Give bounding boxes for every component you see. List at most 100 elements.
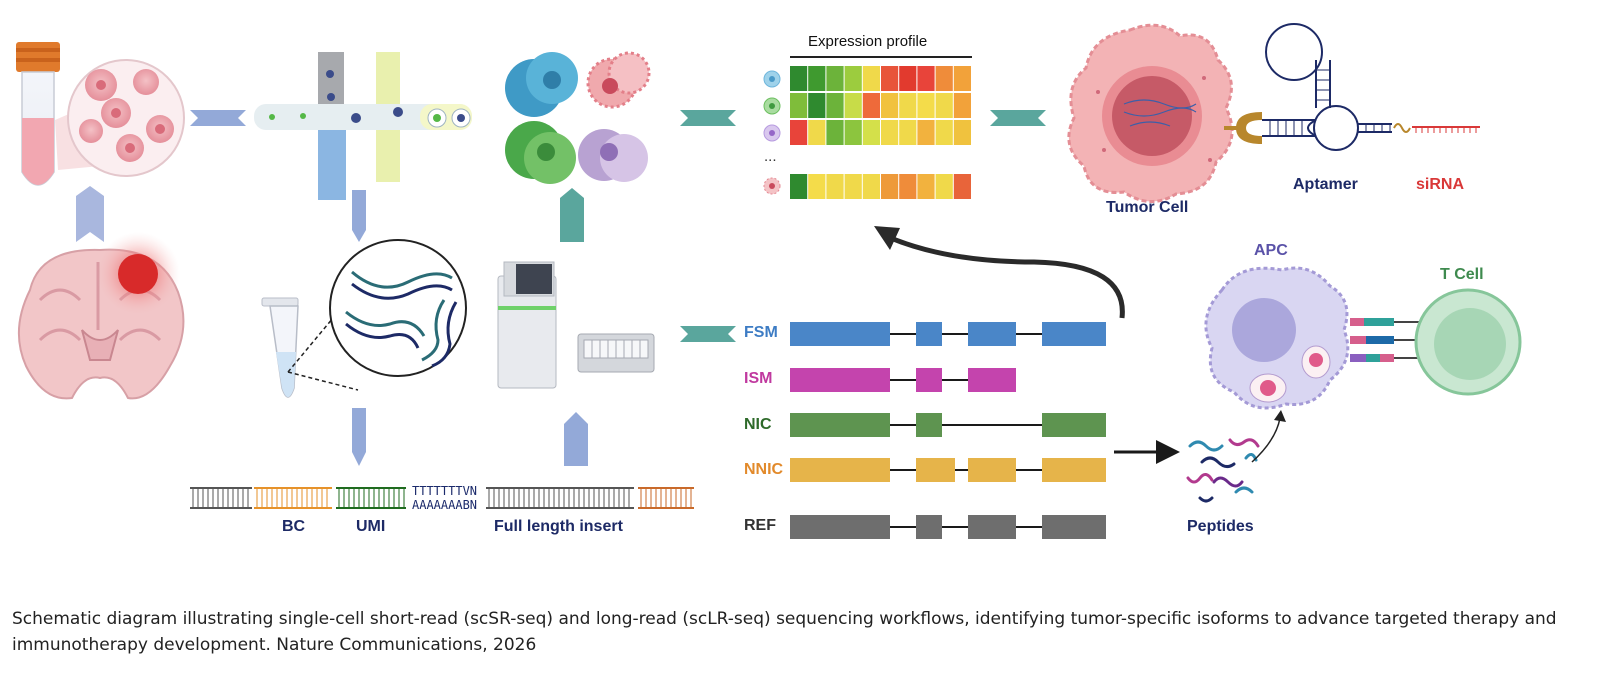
microfluidic-chip-icon xyxy=(254,52,472,200)
exon-box xyxy=(916,322,942,346)
heatmap-cell xyxy=(917,93,935,118)
blood-tube-icon xyxy=(16,42,100,186)
heatmap-cell xyxy=(917,120,935,145)
heatmap-cell xyxy=(881,66,899,91)
exon-box xyxy=(968,515,1016,539)
aptamer-label: Aptamer xyxy=(1293,176,1358,193)
umi-segment xyxy=(336,487,406,509)
diagram-canvas xyxy=(16,23,1522,539)
isoform-label-ism: ISM xyxy=(744,370,773,387)
exon-box xyxy=(916,515,942,539)
exon-box xyxy=(1042,322,1106,346)
arrow-right-icon xyxy=(680,326,736,342)
heatmap-cell xyxy=(935,66,953,91)
exon-box xyxy=(790,322,890,346)
exon-box xyxy=(790,515,890,539)
heatmap-cell xyxy=(862,66,880,91)
heatmap-cell xyxy=(790,93,808,118)
expression-heatmap xyxy=(790,66,971,199)
heatmap-cell xyxy=(862,120,880,145)
bc-label: BC xyxy=(282,518,306,535)
figure-caption: Schematic diagram illustrating single-ce… xyxy=(12,609,1557,655)
arrow-up-icon xyxy=(560,188,584,242)
t-cell-label: T Cell xyxy=(1440,266,1484,283)
heatmap-cell xyxy=(826,93,844,118)
exon-box xyxy=(1042,413,1106,437)
heatmap-cell xyxy=(881,93,899,118)
connector-line xyxy=(1251,417,1281,463)
t-cell-icon xyxy=(1414,288,1522,396)
poly-t-sequence: TTTTTTTVN xyxy=(412,484,478,498)
heatmap-cell xyxy=(881,120,899,145)
aptamer-icon xyxy=(1224,23,1411,151)
isoform-label-nic: NIC xyxy=(744,416,772,433)
brain-icon xyxy=(17,232,185,400)
arrow-head-icon xyxy=(1274,410,1286,422)
heatmap-cell xyxy=(844,120,862,145)
arrow-right-icon xyxy=(990,110,1046,126)
umi-label: UMI xyxy=(356,518,386,535)
arrow-head-icon xyxy=(874,226,900,250)
isoform-label-ref: REF xyxy=(744,517,776,534)
heatmap-cell xyxy=(953,174,971,199)
heatmap-cell xyxy=(953,93,971,118)
exon-box xyxy=(968,322,1016,346)
tumor-cell-icon xyxy=(1067,23,1234,203)
heatmap-cell xyxy=(899,93,917,118)
heatmap-cell xyxy=(826,120,844,145)
heatmap-cell xyxy=(899,66,917,91)
heatmap-cell xyxy=(917,66,935,91)
apc-cell-icon xyxy=(1204,266,1350,410)
exon-box xyxy=(1042,515,1106,539)
heatmap-cell xyxy=(826,174,844,199)
heatmap-cell xyxy=(808,93,826,118)
zoom-line xyxy=(287,371,359,391)
arrow-head-icon xyxy=(1156,440,1180,464)
heatmap-cell xyxy=(899,174,917,199)
heatmap-cell xyxy=(935,93,953,118)
peptides-label: Peptides xyxy=(1187,518,1254,535)
exon-box xyxy=(968,368,1016,392)
poly-a-sequence: AAAAAAABN xyxy=(412,498,478,512)
heatmap-cell xyxy=(844,93,862,118)
peptides-icon xyxy=(1186,438,1260,503)
heatmap-cell xyxy=(808,120,826,145)
heatmap-cell xyxy=(953,66,971,91)
heatmap-cell xyxy=(790,174,808,199)
single-cells-icon xyxy=(505,51,651,184)
insert-segment xyxy=(486,487,634,509)
bc-segment xyxy=(254,487,332,509)
heatmap-ellipsis: ... xyxy=(764,148,777,165)
arrow-down-icon xyxy=(352,408,366,466)
tumor-cell-label: Tumor Cell xyxy=(1106,199,1189,216)
heatmap-cell xyxy=(790,66,808,91)
isoform-label-fsm: FSM xyxy=(744,324,778,341)
dna-zoom-icon xyxy=(329,239,467,377)
curved-arrow xyxy=(885,233,1125,319)
heatmap-cell xyxy=(808,66,826,91)
heatmap-cell xyxy=(862,174,880,199)
sequencer-icon xyxy=(497,261,655,389)
heatmap-cell xyxy=(935,120,953,145)
heatmap-cell xyxy=(881,174,899,199)
isoform-models xyxy=(790,322,1106,539)
arrow-up-icon xyxy=(76,186,104,242)
arrow-up-icon xyxy=(564,412,588,466)
library-construct xyxy=(190,487,694,509)
heatmap-cell xyxy=(808,174,826,199)
heatmap-cell xyxy=(844,174,862,199)
exon-box xyxy=(916,368,942,392)
exon-box xyxy=(790,458,890,482)
heatmap-cell xyxy=(844,66,862,91)
sirna-icon xyxy=(1412,126,1480,133)
exon-box xyxy=(1042,458,1106,482)
full-length-insert-label: Full length insert xyxy=(494,518,623,535)
cell-magnifier-icon xyxy=(67,59,185,177)
exon-box xyxy=(968,458,1016,482)
heatmap-cell xyxy=(917,174,935,199)
adapter-segment xyxy=(190,487,252,509)
eppendorf-tube-icon xyxy=(261,297,299,398)
heatmap-row-markers xyxy=(763,70,781,195)
expression-profile-title: Expression profile xyxy=(808,33,928,50)
